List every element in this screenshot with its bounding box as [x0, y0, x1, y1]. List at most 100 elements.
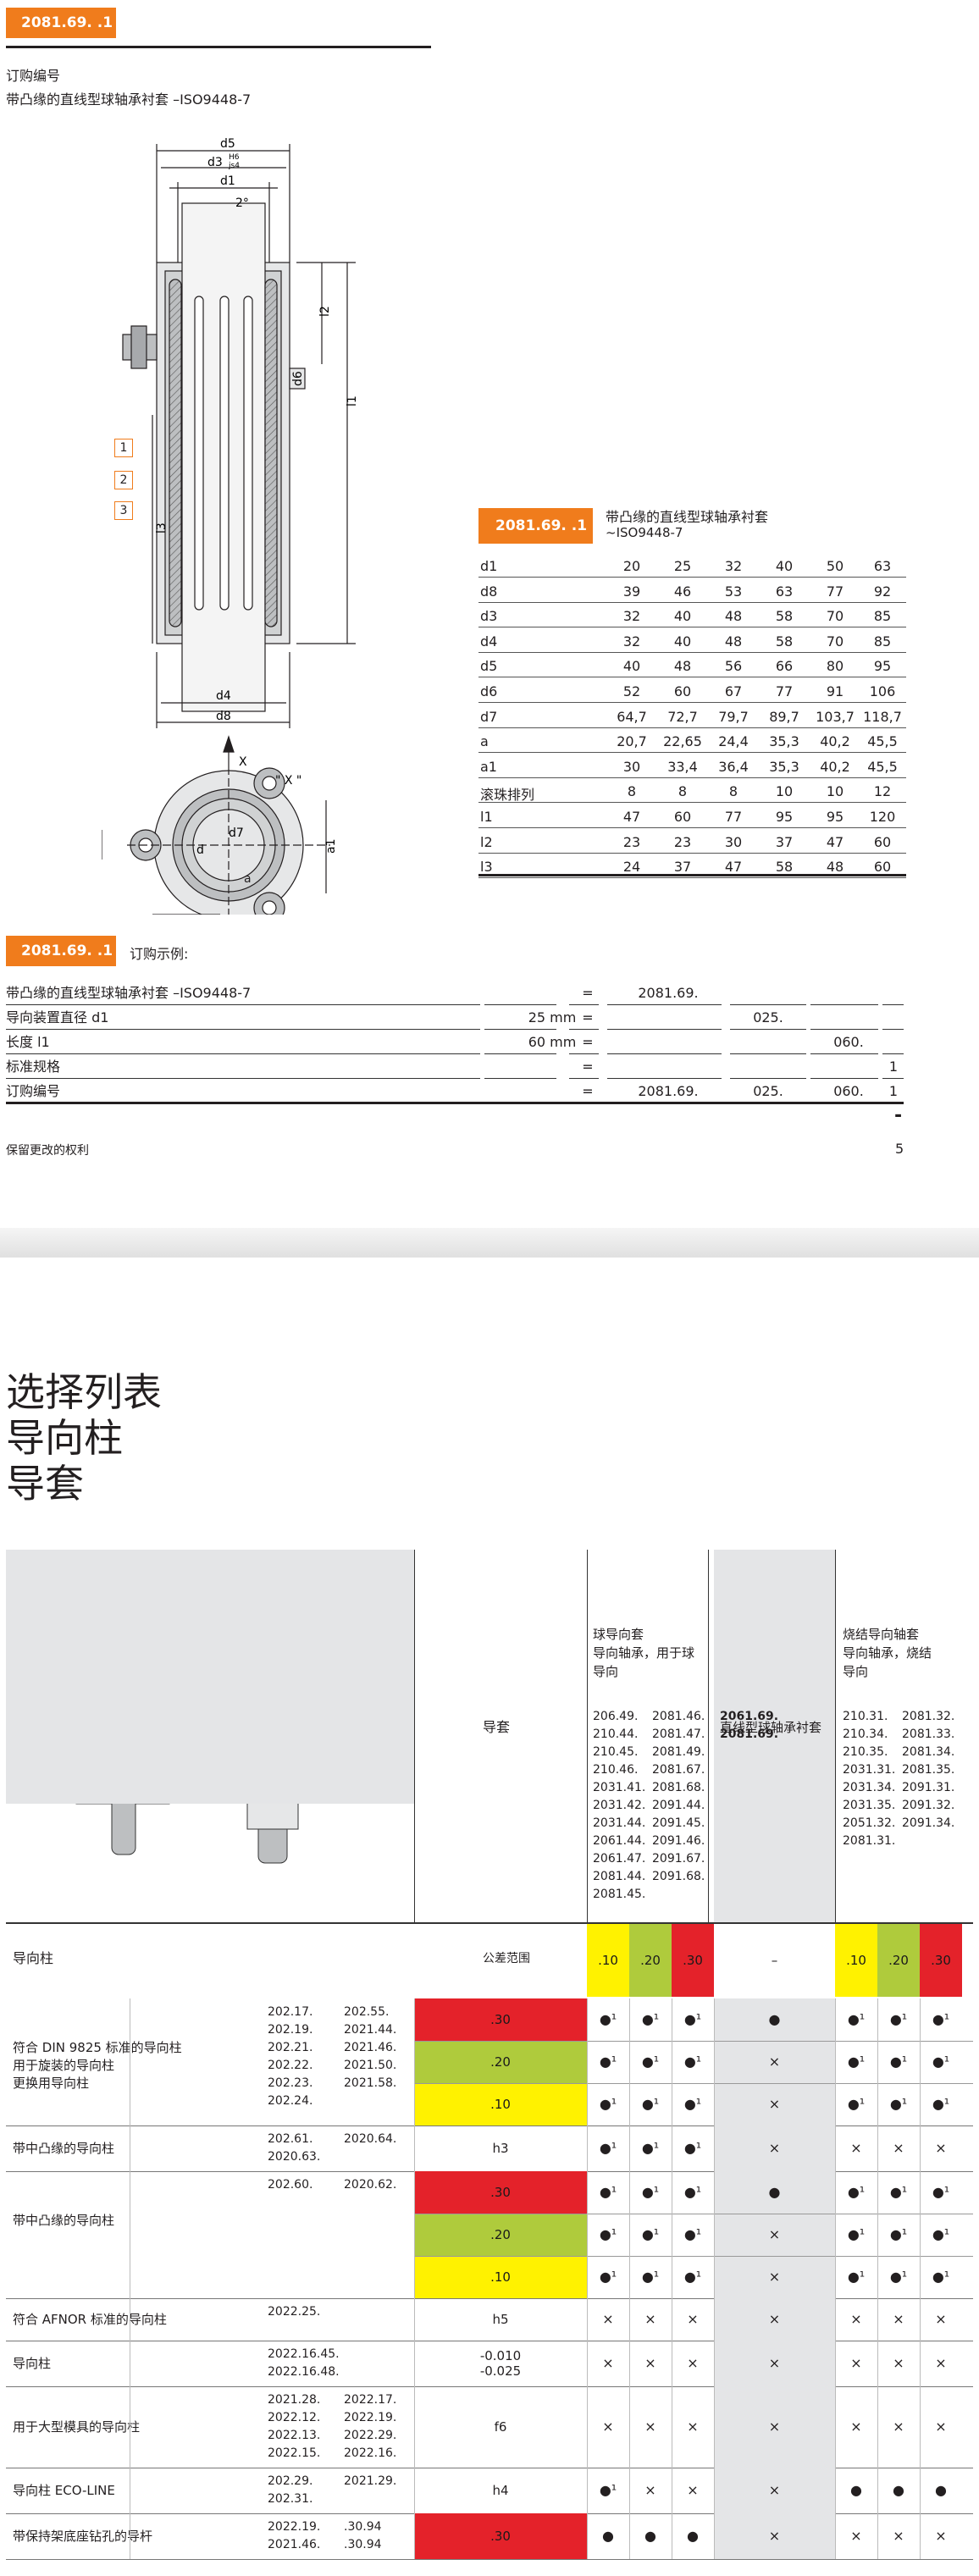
- spec-value: 10: [775, 783, 794, 800]
- dim-angle: 2°: [235, 196, 249, 210]
- order-underline: [810, 1077, 878, 1079]
- spec-value: 95: [826, 809, 844, 825]
- compat-cell: ●¹: [683, 2269, 702, 2285]
- spec-value: 45,5: [867, 758, 898, 775]
- tolerance-cell: -0.010 -0.025: [479, 2348, 522, 2379]
- row-label: 符合 AFNOR 标准的导向柱: [13, 2312, 167, 2327]
- spec-value: 37: [673, 859, 692, 876]
- spec-value: 36,4: [718, 758, 749, 775]
- group-code: 2031.42.: [593, 1799, 646, 1812]
- spec-value: 48: [724, 608, 743, 625]
- row-gray-bg: [6, 1677, 414, 1804]
- order-cell-eq: =: [582, 1083, 594, 1099]
- tolerance-cell: .30: [414, 1998, 587, 2041]
- spec-value: 8: [627, 783, 637, 800]
- group-code: 2051.32.: [843, 1816, 896, 1830]
- spec-value: 63: [873, 558, 892, 574]
- row-code: 2022.13.: [268, 2429, 321, 2442]
- row-code: .30.94: [344, 2520, 382, 2534]
- row-code: 2022.16.48.: [268, 2365, 340, 2379]
- body-vline: [835, 1998, 836, 2559]
- compat-cell: ×: [687, 2355, 699, 2371]
- compat-cell: ×: [935, 2311, 947, 2327]
- dim-d3-tol-bot: js4: [228, 162, 240, 170]
- compat-cell: ●¹: [641, 2011, 660, 2027]
- compat-cell: ×: [687, 2311, 699, 2327]
- compat-cell: ×: [850, 2355, 862, 2371]
- compat-cell: ●¹: [641, 2226, 660, 2242]
- row-code: 202.61.: [268, 2132, 313, 2146]
- header-tolerance-cell: .30: [920, 1924, 962, 1997]
- tolerance-cell: h3: [492, 2141, 509, 2156]
- compat-cell: ●¹: [599, 2269, 617, 2285]
- compat-cell: ×: [935, 2140, 947, 2156]
- linear-col-bg: [714, 1550, 835, 1922]
- dim-x-ref: " X ": [275, 774, 301, 788]
- spec-value: 39: [622, 583, 641, 600]
- order-number-label: 订购编号: [6, 68, 61, 84]
- compat-cell: ×: [644, 2311, 656, 2327]
- page-separator: [0, 1228, 979, 1258]
- compat-cell: ●¹: [599, 2054, 617, 2070]
- dash-mark: -: [894, 1105, 903, 1126]
- group-code: 2031.34.: [843, 1781, 896, 1794]
- group-code: 210.31.: [843, 1710, 888, 1723]
- spec-value: 72,7: [667, 708, 698, 725]
- body-vline: [587, 1998, 588, 2559]
- order-underline: [569, 1003, 599, 1005]
- spec-symbol: d3: [480, 608, 498, 625]
- spec-value: 63: [775, 583, 794, 600]
- row-code: 2021.58.: [344, 2076, 397, 2090]
- group-code: 210.45.: [593, 1745, 639, 1759]
- technical-drawing: d5 d3 H6 js4 d1 2° l2 l1 d6 l3 d4 d8 X "…: [102, 137, 359, 915]
- spec-value: 10: [826, 783, 844, 800]
- order-cell-label: 带凸缘的直线型球轴承衬套 –ISO9448-7: [6, 985, 252, 1001]
- spec-value: 47: [724, 859, 743, 876]
- order-cell-c4: [885, 1030, 902, 1054]
- dim-d3: d3: [207, 156, 223, 169]
- spec-symbol: 滚珠排列: [480, 787, 535, 804]
- spec-value: 45,5: [867, 733, 898, 750]
- compat-cell: ●¹: [683, 2140, 702, 2156]
- order-cell-c1: 2081.69.: [638, 1083, 699, 1099]
- compat-cell: ×: [714, 2468, 835, 2513]
- compat-cell: ×: [714, 2041, 835, 2083]
- group-code: 2081.49.: [652, 1745, 705, 1759]
- group-title-line: 导向轴承，烧结: [843, 1645, 932, 1661]
- compat-cell: ●: [714, 2171, 835, 2214]
- tolerance-cell: .20: [414, 2214, 587, 2256]
- compat-cell: ●¹: [889, 2226, 908, 2242]
- order-underline: [6, 1077, 480, 1079]
- row-code: 2022.16.: [344, 2446, 397, 2460]
- spec-symbol: d7: [480, 708, 498, 725]
- order-cell-c2: [734, 981, 802, 1005]
- callout-2: 2: [114, 471, 133, 489]
- compat-cell: ●¹: [889, 2096, 908, 2112]
- spec-symbol: d8: [480, 583, 498, 600]
- spec-value: 77: [826, 583, 844, 600]
- compat-cell: ×: [714, 2341, 835, 2386]
- spec-value: 77: [775, 683, 794, 699]
- spec-value: 12: [873, 783, 892, 800]
- order-underline: [607, 1053, 722, 1054]
- order-underline: [484, 1028, 556, 1030]
- header-vline: [414, 1550, 415, 1922]
- header-top-line: [6, 1922, 973, 1924]
- header-tolerance-cell: .20: [629, 1924, 672, 1997]
- spec-value: 40: [775, 558, 794, 574]
- dim-d5: d5: [220, 137, 235, 151]
- dim-d7: d7: [229, 826, 244, 840]
- row-code: 202.23.: [268, 2076, 313, 2090]
- group-code: 2081.44.: [593, 1870, 646, 1883]
- order-cell-c2: 025.: [753, 1009, 783, 1025]
- group-title-line: 导向轴承，用于球: [593, 1645, 695, 1661]
- row-label: 带中凸缘的导向柱: [13, 2141, 115, 2156]
- row-code: 202.24.: [268, 2094, 313, 2108]
